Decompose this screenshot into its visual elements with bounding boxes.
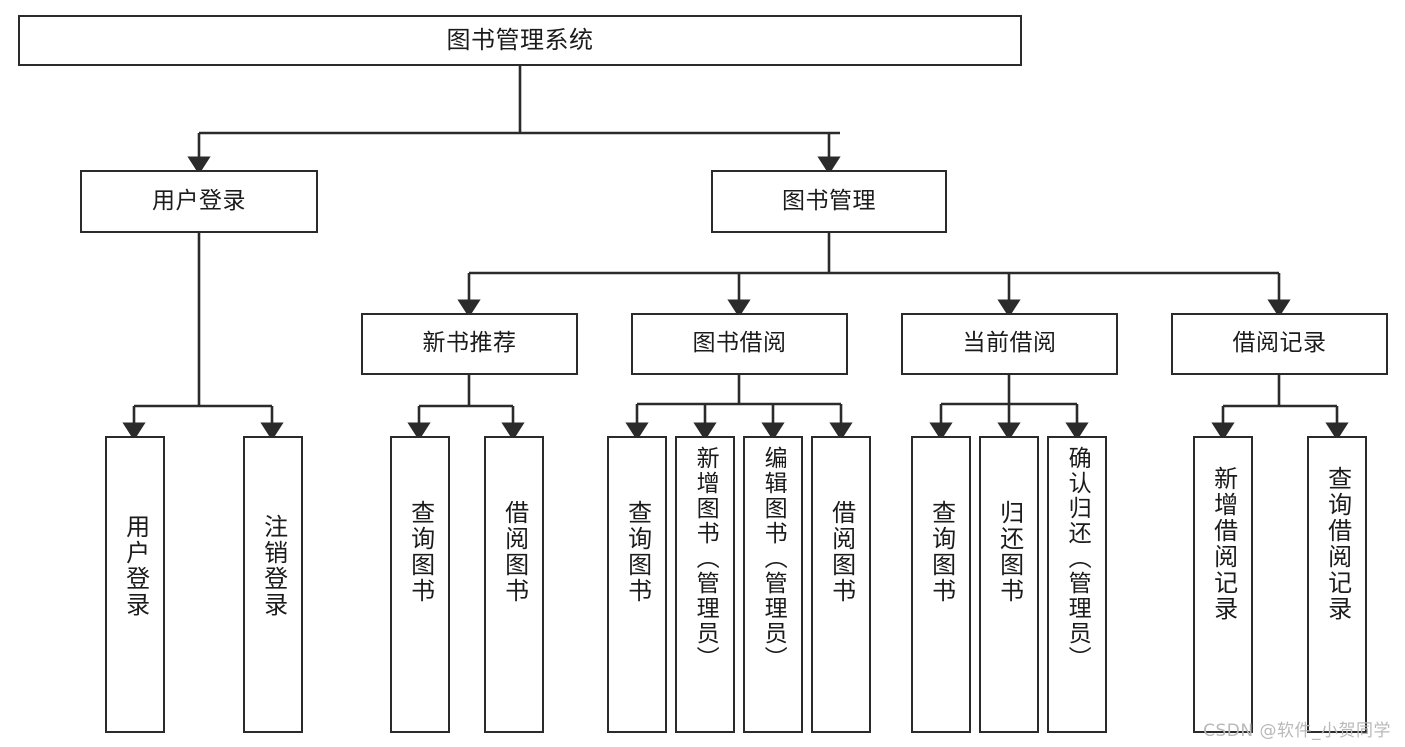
node-borrow-record[interactable]: 借阅记录 [1171,313,1388,375]
node-current-borrow[interactable]: 当前借阅 [901,313,1118,375]
node-book-management[interactable]: 图书管理 [711,170,947,233]
node-label: 图书管理系统 [446,26,594,55]
node-label: 图书借阅 [692,330,787,357]
leaf-add-book-admin[interactable]: 新增图书（管理员） [675,436,735,733]
node-label: 新书推荐 [422,330,517,357]
node-label: 借阅图书 [500,500,529,604]
leaf-logout[interactable]: 注销登录 [243,436,303,733]
node-label: 当前借阅 [962,330,1057,357]
node-label: 查询图书 [927,500,956,604]
node-label: 确认归还（管理员） [1064,446,1091,671]
leaf-borrow-book-nb[interactable]: 借阅图书 [484,436,544,733]
leaf-add-borrow-record[interactable]: 新增借阅记录 [1193,436,1253,733]
node-label: 新增借阅记录 [1209,466,1238,622]
node-label: 新增图书（管理员） [692,446,719,671]
leaf-borrow-book-bb[interactable]: 借阅图书 [811,436,871,733]
leaf-query-book-cb[interactable]: 查询图书 [911,436,971,733]
leaf-confirm-return-admin[interactable]: 确认归还（管理员） [1047,436,1107,733]
node-book-borrow[interactable]: 图书借阅 [631,313,848,375]
node-label: 归还图书 [995,500,1024,604]
node-user-login[interactable]: 用户登录 [80,170,318,233]
node-label: 注销登录 [259,514,288,618]
node-label: 借阅图书 [827,500,856,604]
node-label: 查询图书 [623,500,652,604]
leaf-return-book[interactable]: 归还图书 [979,436,1039,733]
leaf-edit-book-admin[interactable]: 编辑图书（管理员） [743,436,803,733]
node-label: 查询借阅记录 [1323,466,1352,622]
node-label: 编辑图书（管理员） [760,446,787,671]
node-label: 用户登录 [152,187,246,214]
leaf-user-login[interactable]: 用户登录 [105,436,165,733]
node-label: 图书管理 [782,187,876,214]
leaf-query-book-nb[interactable]: 查询图书 [390,436,450,733]
leaf-query-book-bb[interactable]: 查询图书 [607,436,667,733]
node-label: 查询图书 [406,500,435,604]
leaf-query-borrow-record[interactable]: 查询借阅记录 [1307,436,1367,733]
csdn-watermark: CSDN @软件_小贺同学 [1203,721,1391,741]
node-label: 借阅记录 [1232,330,1327,357]
node-label: 用户登录 [121,514,150,618]
node-root-system[interactable]: 图书管理系统 [18,15,1022,66]
node-new-book-recommend[interactable]: 新书推荐 [361,313,578,375]
